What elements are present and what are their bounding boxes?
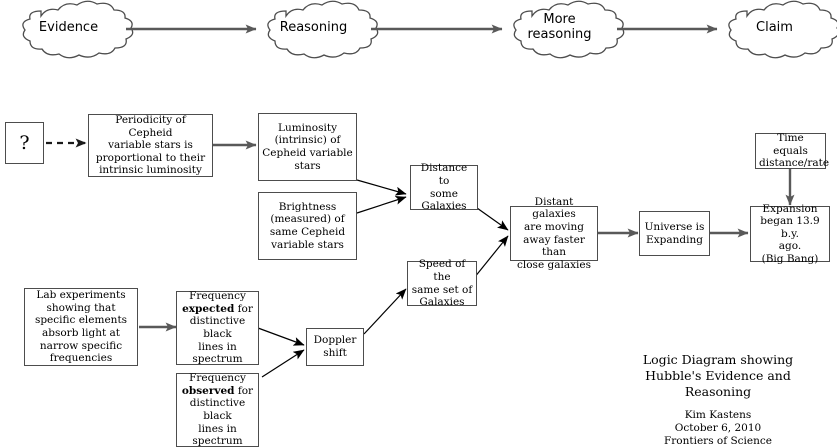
node-universe-expanding[interactable]: Universe is Expanding xyxy=(639,211,710,256)
node-frequency-expected[interactable]: Frequency expected for distinctive black… xyxy=(176,290,259,365)
edge-brightness-to-distance xyxy=(356,195,407,214)
diagram-caption: Logic Diagram showing Hubble's Evidence … xyxy=(612,352,824,447)
edge-frequency-expected-to-doppler xyxy=(257,327,305,346)
cloud-claim xyxy=(728,0,837,59)
node-distant-galaxies-moving[interactable]: Distant galaxies are moving away faster … xyxy=(510,196,598,271)
node-luminosity-intrinsic[interactable]: Luminosity (intrinsic) of Cepheid variab… xyxy=(258,113,357,181)
frequency-observed-for: for xyxy=(237,384,254,397)
node-lab-experiments[interactable]: Lab experiments showing that specific el… xyxy=(24,288,138,366)
edge-doppler-to-speed xyxy=(363,288,407,335)
node-expansion-big-bang[interactable]: Expansion began 13.9 b.y. ago. (Big Bang… xyxy=(750,203,830,265)
edge-frequency-observed-to-doppler xyxy=(261,349,305,378)
frequency-expected-emphasis: expected xyxy=(182,302,235,315)
caption-date: October 6, 2010 xyxy=(674,422,762,435)
frequency-expected-for: for xyxy=(237,302,253,315)
cloud-reasoning xyxy=(267,0,379,59)
cloud-more-reasoning xyxy=(513,0,625,59)
edge-distance-to-distant-galaxies xyxy=(476,207,509,231)
caption-author: Kim Kastens xyxy=(684,409,752,421)
caption-title: Logic Diagram showing Hubble's Evidence … xyxy=(642,352,794,399)
caption-credit: Kim Kastens October 6, 2010 Frontiers of… xyxy=(612,409,824,447)
frequency-observed-emphasis: observed xyxy=(181,384,235,397)
node-speed-of-galaxies[interactable]: Speed of the same set of Galaxies xyxy=(407,258,477,308)
node-distance-to-galaxies[interactable]: Distance to some Galaxies xyxy=(410,162,478,212)
node-question[interactable]: ? xyxy=(5,122,44,164)
node-time-equals[interactable]: Time equals distance/rate xyxy=(755,132,829,169)
edge-luminosity-to-distance xyxy=(356,179,407,196)
node-periodicity-cepheid[interactable]: Periodicity of Cepheid variable stars is… xyxy=(88,114,213,177)
node-doppler-shift[interactable]: Doppler shift xyxy=(306,328,364,366)
cloud-evidence xyxy=(22,0,134,59)
node-frequency-observed[interactable]: Frequency observed for distinctive black… xyxy=(176,372,259,447)
node-brightness-measured[interactable]: Brightness (measured) of same Cepheid va… xyxy=(258,192,357,260)
caption-course: Frontiers of Science xyxy=(664,435,772,447)
